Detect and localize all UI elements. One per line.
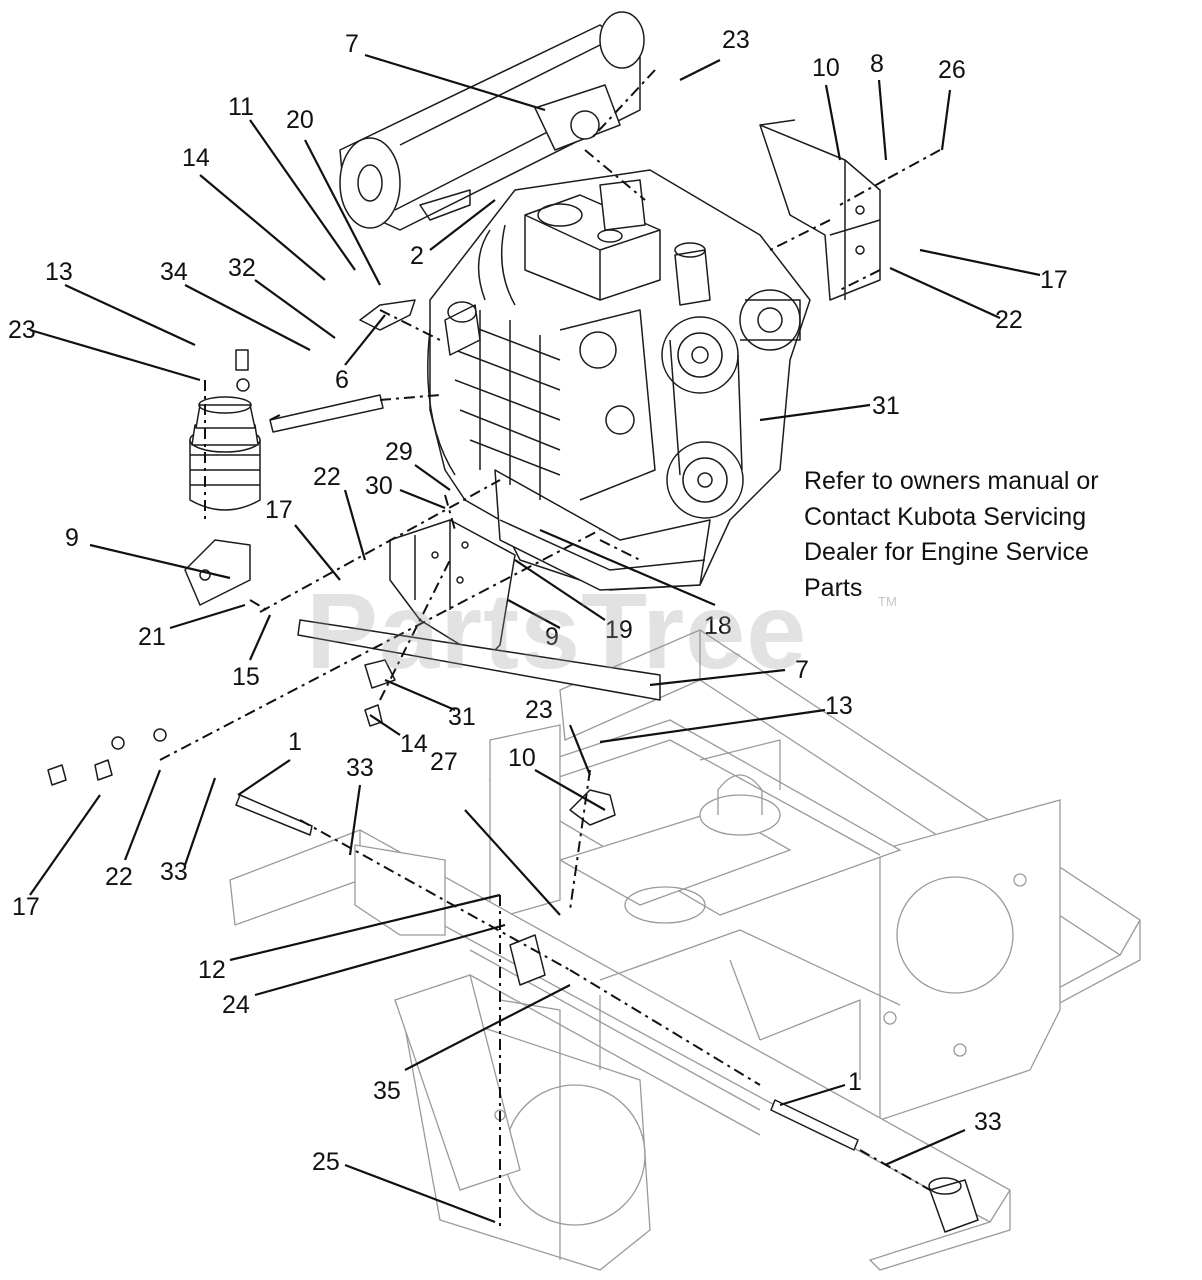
callout-1b: 1	[848, 1068, 862, 1096]
trademark-mark: TM	[878, 594, 897, 609]
callout-6: 8	[870, 50, 884, 78]
callout-16: 14	[182, 144, 210, 172]
fuel-filter	[189, 396, 261, 511]
callout-15: 15	[232, 663, 260, 691]
callout-22c: 22	[105, 863, 133, 891]
callout-26: 26	[938, 56, 966, 84]
callout-32: 32	[228, 254, 256, 282]
note-line-2: Contact Kubota Servicing	[804, 502, 1087, 531]
callout-22b: 22	[313, 463, 341, 491]
callout-34: 34	[160, 258, 188, 286]
callout-28: 29	[385, 438, 413, 466]
callout-17c: 17	[12, 893, 40, 921]
callout-24: 24	[222, 991, 250, 1019]
callout-1: 1	[288, 728, 302, 756]
muffler	[339, 11, 645, 231]
callout-13b: 13	[825, 692, 853, 720]
callout-18: 18	[704, 612, 732, 640]
callout-7: 9	[545, 623, 559, 651]
brackets	[47, 299, 979, 1233]
callout-33b: 33	[160, 858, 188, 886]
callout-labels: 7 23 10 8 26 11 20 14 2 13 34 32 23 6 17…	[8, 26, 1068, 1176]
callout-11: 11	[228, 93, 254, 121]
callout-23: 23	[722, 26, 750, 54]
callout-33: 33	[346, 754, 374, 782]
callout-17b: 17	[265, 496, 293, 524]
callout-23c: 23	[525, 696, 553, 724]
callout-14: 14	[400, 730, 428, 758]
engine-assembly	[427, 169, 811, 591]
callout-25: 25	[312, 1148, 340, 1176]
callout-2: 2	[410, 242, 424, 270]
leader-lines	[29, 53, 1041, 1224]
callout-21: 21	[138, 623, 166, 651]
note-line-3: Dealer for Engine Service	[804, 538, 1089, 566]
callout-5: 7	[795, 656, 809, 684]
partstree-watermark: PartsTree	[306, 570, 808, 691]
callout-22: 22	[995, 306, 1023, 334]
callout-30: 31	[872, 392, 900, 420]
callout-20: 20	[286, 106, 314, 134]
callout-19: 19	[605, 616, 633, 644]
callout-8: 9	[65, 524, 79, 552]
engine-service-note: Refer to owners manual or Contact Kubota…	[804, 464, 1184, 606]
callout-29: 30	[365, 472, 393, 500]
callout-13: 13	[45, 258, 73, 286]
callout-27: 27	[430, 748, 458, 776]
callout-4: 6	[335, 366, 349, 394]
note-line-1: Refer to owners manual or	[804, 467, 1099, 495]
callout-31: 31	[448, 703, 476, 731]
callout-17: 17	[1040, 266, 1068, 294]
callout-35: 35	[373, 1077, 401, 1105]
callout-10: 10	[508, 744, 536, 772]
note-line-4: Parts	[804, 573, 863, 602]
callout-12: 12	[198, 956, 226, 984]
heat-shield	[759, 119, 881, 301]
callout-33c: 33	[974, 1108, 1002, 1136]
callout-9: 10	[812, 54, 840, 82]
callout-23b: 23	[8, 316, 36, 344]
callout-3: 7	[345, 30, 359, 58]
